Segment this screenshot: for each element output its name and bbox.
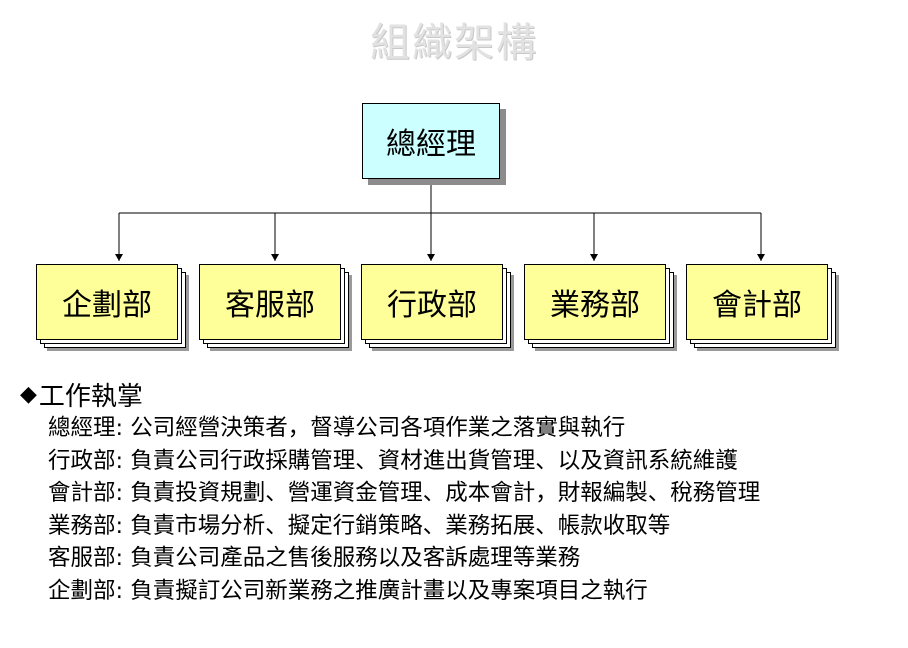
- diamond-bullet-icon: ◆: [20, 382, 37, 407]
- dept-box-customer-service: 客服部: [199, 264, 341, 340]
- page-title: 組織架構: [370, 20, 538, 66]
- duty-item: 業務部: 負責市場分析、擬定行銷策略、業務拓展、帳款收取等: [48, 512, 671, 539]
- duty-item: 總經理: 公司經營決策者，督導公司各項作業之落實與執行: [48, 415, 626, 441]
- dept-box-accounting: 會計部: [686, 264, 828, 340]
- duty-item: 會計部: 負責投資規劃、營運資金管理、成本會計，財報編製、稅務管理: [48, 480, 761, 506]
- section-heading: ◆ 工作執掌: [20, 376, 143, 413]
- duty-item: 企劃部: 負責擬訂公司新業務之推廣計畫以及專案項目之執行: [48, 577, 648, 604]
- dept-box-sales: 業務部: [524, 264, 666, 340]
- dept-box-administration: 行政部: [361, 264, 503, 340]
- duty-item: 客服部: 負責公司產品之售後服務以及客訴處理等業務: [48, 545, 581, 571]
- duty-item: 行政部: 負責公司行政採購管理、資材進出貨管理、以及資訊系統維護: [48, 447, 738, 474]
- dept-box-planning: 企劃部: [36, 264, 178, 340]
- section-heading-text: 工作執掌: [38, 382, 143, 412]
- duties-list: 總經理: 公司經營決策者，督導公司各項作業之落實與執行 行政部: 負責公司行政採…: [48, 412, 760, 607]
- ceo-box: 總經理: [362, 103, 500, 179]
